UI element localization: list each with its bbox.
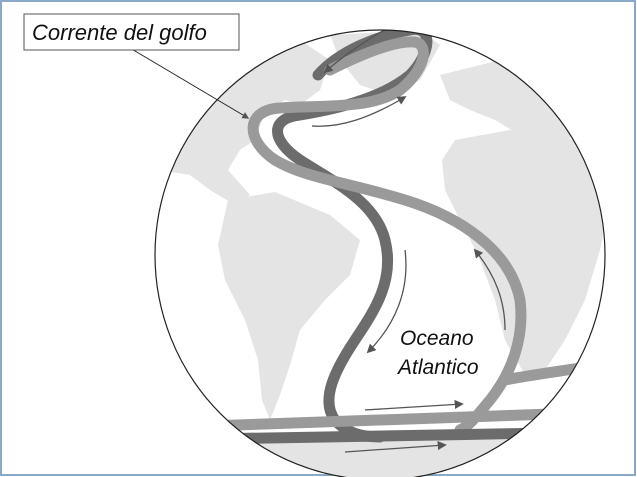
flow-arrow-south-atlantic-down [366,249,407,354]
circumpolar-band-lower [155,426,605,446]
ocean-label-line2: Atlantico [396,356,479,379]
flow-arrow-circumpolar-upper [364,399,464,411]
flow-arrow-gulf-east [311,96,407,127]
flow-arrow-africa-up [473,248,506,331]
flow-arrow-north-loop [323,30,396,74]
antarctica-land [155,440,605,477]
globe-outline [154,29,606,477]
surface-current [247,36,527,436]
callout-box [23,13,240,51]
south-america-land [218,192,360,420]
current-name-label: Corrente del golfo [32,20,207,45]
callout-leader-line [129,47,250,119]
africa-land [442,130,605,375]
globe [155,30,605,477]
ocean-label-line1: Oceano [400,327,474,350]
flow-arrow-circumpolar-lower [344,440,447,453]
